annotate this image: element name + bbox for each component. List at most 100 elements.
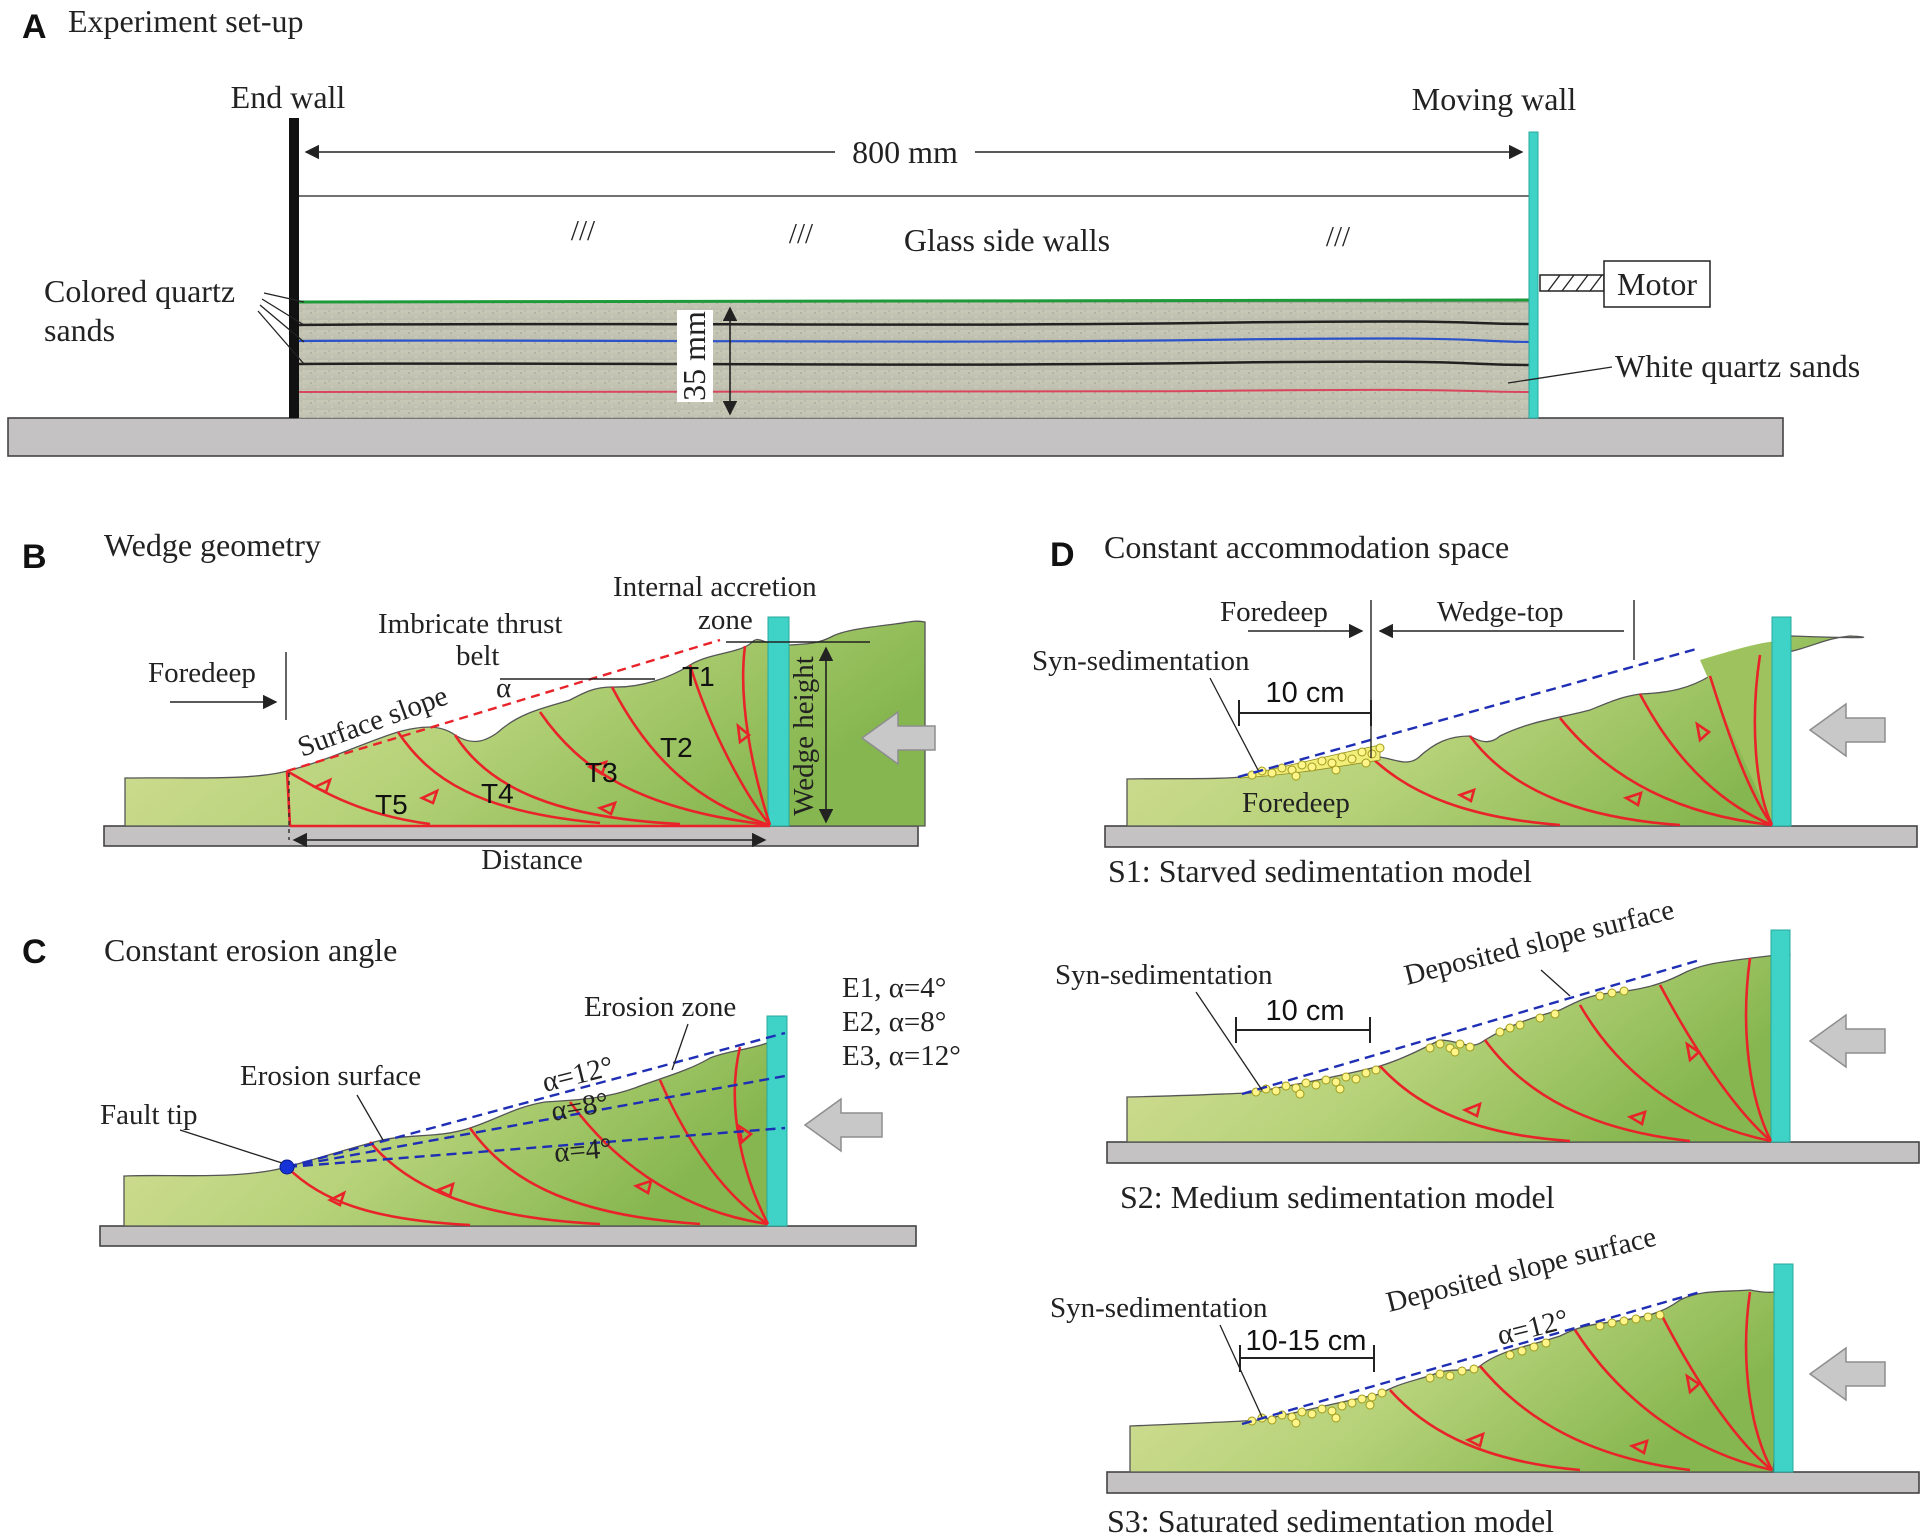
hatch-1: /// xyxy=(571,215,596,247)
s1-sediment xyxy=(1239,743,1385,781)
b-thrust-t1: T1 xyxy=(682,661,715,692)
sand-layer xyxy=(297,301,1531,419)
s1-syn-leader xyxy=(1209,677,1259,771)
b-wall xyxy=(767,616,790,827)
b-thrust-t2: T2 xyxy=(660,732,693,763)
panel-a-letter: A xyxy=(22,8,47,46)
d-s3: Syn-sedimentation 10-15 cm Deposited slo… xyxy=(1050,1221,1920,1534)
s3-caption: S3: Saturated sedimentation model xyxy=(1107,1503,1554,1534)
s2-scale-label: 10 cm xyxy=(1266,995,1345,1027)
motor-piston xyxy=(1539,274,1605,292)
length-label: 800 mm xyxy=(852,134,958,170)
s2-faults xyxy=(1379,957,1773,1143)
b-distance-label: Distance xyxy=(481,844,582,876)
s1-wedge-top-label: Wedge-top xyxy=(1437,596,1564,628)
s2-syn-leader xyxy=(1195,991,1263,1091)
s1-push-arrow xyxy=(1808,702,1886,758)
panel-d: D Constant accommodation space xyxy=(1032,529,1920,1534)
hatch-3: /// xyxy=(1326,221,1351,253)
c-fault-tip-label: Fault tip xyxy=(100,1099,197,1131)
b-push-arrow xyxy=(860,710,936,766)
s1-syn-label: Syn-sedimentation xyxy=(1032,645,1250,677)
c-erosion-surface-label: Erosion surface xyxy=(240,1060,421,1092)
b-ground xyxy=(103,825,919,847)
panel-c-title: Constant erosion angle xyxy=(104,932,397,968)
red-layer xyxy=(297,388,1531,394)
black-layer-2 xyxy=(297,360,1531,367)
d-s1: Foredeep Wedge-top Syn-sedimentation 10 … xyxy=(1032,596,1918,889)
c-fault-tip-leader xyxy=(179,1129,283,1164)
c-erosion-line-8 xyxy=(286,1074,786,1169)
s3-sediment xyxy=(1247,1310,1665,1428)
b-surface-slope-line xyxy=(286,638,721,773)
end-wall-label: End wall xyxy=(231,79,346,115)
panel-c: C Constant erosion angle Erosion zone Er… xyxy=(22,932,961,1247)
b-internal-label-1: Internal accretion xyxy=(613,571,817,603)
c-erosion-surface-leader xyxy=(356,1094,384,1141)
blue-layer xyxy=(297,337,1531,344)
motor-label: Motor xyxy=(1617,266,1697,302)
b-imbricate-label-2: belt xyxy=(456,640,500,672)
c-ground xyxy=(99,1225,917,1247)
c-erosion-zone-leader xyxy=(671,1023,689,1071)
green-layer xyxy=(297,298,1531,304)
c-angle-4: α=4° xyxy=(553,1132,613,1169)
white-sands-label: White quartz sands xyxy=(1615,348,1860,384)
colored-sands-label-1: Colored quartz xyxy=(44,273,235,309)
s2-sediment xyxy=(1251,986,1629,1099)
c-wedge xyxy=(123,1024,787,1227)
hatch-2: /// xyxy=(789,218,814,250)
c-wall xyxy=(766,1015,788,1227)
c-legend-e1: E1, α=4° xyxy=(842,972,946,1004)
moving-wall-label: Moving wall xyxy=(1412,81,1577,117)
colored-sands-leaders xyxy=(257,292,305,365)
s1-ground xyxy=(1104,825,1918,848)
b-alpha-label: α xyxy=(496,672,511,704)
b-foredeep-label: Foredeep xyxy=(148,657,256,689)
panel-c-letter: C xyxy=(22,933,47,971)
panel-d-title: Constant accommodation space xyxy=(1104,529,1509,565)
s3-deposited-label: Deposited slope surface xyxy=(1383,1221,1660,1319)
b-thrust-t3: T3 xyxy=(585,757,618,788)
s1-caption: S1: Starved sedimentation model xyxy=(1108,853,1532,889)
panel-b-title: Wedge geometry xyxy=(104,527,321,563)
panel-b-letter: B xyxy=(22,538,47,576)
s3-ground xyxy=(1106,1471,1920,1494)
black-layer-1 xyxy=(297,320,1531,327)
thickness-label-bg xyxy=(677,310,713,402)
c-fault-tip-dot xyxy=(279,1159,295,1175)
c-legend-e3: E3, α=12° xyxy=(842,1040,961,1072)
panel-d-letter: D xyxy=(1050,536,1075,574)
c-push-arrow xyxy=(803,1097,883,1153)
s1-wedge-top xyxy=(1700,640,1785,826)
thickness-label: 35 mm xyxy=(676,311,712,401)
s2-deposited-leader xyxy=(1540,969,1571,997)
s3-faults xyxy=(1389,1291,1774,1472)
b-thrust-t4: T4 xyxy=(481,778,514,809)
s2-ground xyxy=(1106,1141,1920,1164)
s1-foredeep-top-label: Foredeep xyxy=(1220,596,1328,628)
colored-sands-label-2: sands xyxy=(44,312,115,348)
d-s2: Syn-sedimentation 10 cm Deposited slope … xyxy=(1055,894,1920,1215)
c-legend-e2: E2, α=8° xyxy=(842,1006,946,1038)
b-imbricate-label-1: Imbricate thrust xyxy=(378,608,562,640)
s2-push-arrow xyxy=(1808,1013,1886,1069)
panel-a-title: Experiment set-up xyxy=(68,3,303,39)
base-plate xyxy=(7,417,1784,457)
s3-wall xyxy=(1773,1263,1794,1473)
s2-syn-label: Syn-sedimentation xyxy=(1055,959,1273,991)
b-internal-label-2: zone xyxy=(698,604,753,636)
s2-wall xyxy=(1770,929,1791,1143)
b-faults xyxy=(285,645,772,828)
end-wall xyxy=(289,118,299,418)
s2-deposited-label: Deposited slope surface xyxy=(1401,894,1678,992)
white-sands-leader xyxy=(1507,366,1613,384)
s1-foredeep-low-label: Foredeep xyxy=(1242,787,1350,819)
motor-box xyxy=(1603,260,1711,308)
s1-scale-label: 10 cm xyxy=(1266,677,1345,709)
glass-label: Glass side walls xyxy=(904,222,1110,258)
s1-faults xyxy=(1369,654,1774,827)
panel-a: A Experiment set-up End wall Moving wall… xyxy=(7,3,1860,457)
s3-push-arrow xyxy=(1808,1346,1886,1402)
